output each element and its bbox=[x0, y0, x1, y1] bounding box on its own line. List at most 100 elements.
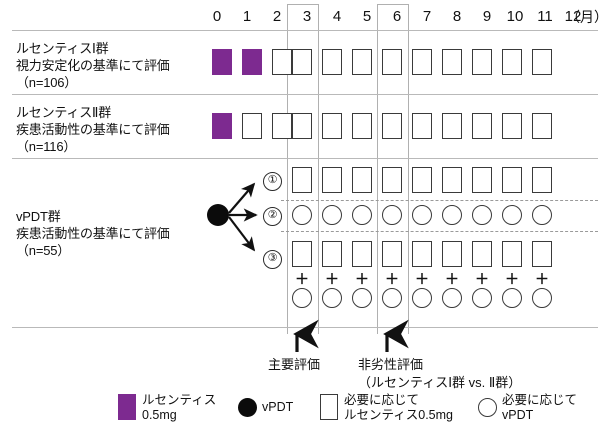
legend-prn-vpdt-line2: vPDT bbox=[502, 408, 534, 422]
group2-n: （n=116） bbox=[16, 139, 77, 154]
cell-prn-ranibizumab bbox=[532, 49, 552, 75]
cell-prn-ranibizumab bbox=[442, 241, 462, 267]
axis-unit-label: （月） bbox=[566, 9, 608, 25]
legend-label-vpdt: vPDT bbox=[262, 400, 293, 415]
month-label: 8 bbox=[452, 8, 462, 25]
legend-swatch-prn-vpdt bbox=[478, 398, 497, 417]
month-label: 9 bbox=[482, 8, 492, 25]
cell-prn-vpdt bbox=[292, 205, 312, 225]
plus-sign: ＋ bbox=[355, 271, 369, 287]
month-label: 11 bbox=[537, 8, 553, 25]
rule-under-axis bbox=[12, 30, 598, 31]
cell-prn-ranibizumab bbox=[442, 113, 462, 139]
legend-prn-ranibizumab-line1: 必要に応じて bbox=[344, 393, 420, 407]
cell-prn-ranibizumab bbox=[272, 49, 292, 75]
month-label: 6 bbox=[392, 8, 402, 25]
cell-prn-vpdt bbox=[322, 205, 342, 225]
cell-prn-vpdt bbox=[382, 205, 402, 225]
cell-prn-ranibizumab bbox=[472, 113, 492, 139]
plus-sign: ＋ bbox=[535, 271, 549, 287]
month-label: 2 bbox=[272, 8, 282, 25]
cell-prn-vpdt bbox=[472, 205, 492, 225]
plus-sign: ＋ bbox=[295, 271, 309, 287]
cell-prn-vpdt bbox=[352, 205, 372, 225]
cell-prn-ranibizumab bbox=[292, 49, 312, 75]
rule-group1-bottom bbox=[12, 94, 598, 95]
cell-prn-ranibizumab bbox=[472, 241, 492, 267]
cell-prn-ranibizumab bbox=[412, 49, 432, 75]
group1-name: ルセンティスⅠ群 bbox=[16, 41, 109, 56]
plus-sign: ＋ bbox=[325, 271, 339, 287]
cell-prn-vpdt bbox=[352, 288, 372, 308]
legend-label-prn-ranibizumab: 必要に応じて ルセンティス0.5mg bbox=[344, 393, 453, 423]
month-label: 7 bbox=[422, 8, 432, 25]
vpdt-node bbox=[207, 204, 229, 226]
month-label: 12 bbox=[564, 8, 582, 25]
group2-criteria: 疾患活動性の基準にて評価 bbox=[16, 122, 170, 137]
legend-prn-vpdt-line1: 必要に応じて bbox=[502, 393, 578, 407]
callout-primary-line1: 主要評価 bbox=[268, 357, 321, 372]
cell-prn-ranibizumab bbox=[502, 113, 522, 139]
month-label: 0 bbox=[212, 8, 222, 25]
cell-prn-ranibizumab bbox=[412, 167, 432, 193]
cell-prn-ranibizumab bbox=[382, 49, 402, 75]
group3-criteria: 疾患活動性の基準にて評価 bbox=[16, 226, 170, 241]
cell-prn-ranibizumab bbox=[502, 49, 522, 75]
month-label: 5 bbox=[362, 8, 372, 25]
plus-sign: ＋ bbox=[505, 271, 519, 287]
cell-ranibizumab bbox=[212, 113, 232, 139]
group1-n: （n=106） bbox=[16, 75, 78, 90]
cell-prn-ranibizumab bbox=[472, 49, 492, 75]
legend-prn-ranibizumab-line2: ルセンティス0.5mg bbox=[344, 408, 453, 422]
group2-name: ルセンティスⅡ群 bbox=[16, 105, 112, 120]
cell-ranibizumab bbox=[212, 49, 232, 75]
cell-prn-ranibizumab bbox=[442, 167, 462, 193]
cell-prn-ranibizumab bbox=[352, 49, 372, 75]
cell-prn-vpdt bbox=[502, 205, 522, 225]
cell-prn-ranibizumab bbox=[502, 167, 522, 193]
cell-prn-ranibizumab bbox=[352, 113, 372, 139]
cell-prn-ranibizumab bbox=[322, 49, 342, 75]
month-label: 3 bbox=[302, 8, 312, 25]
cell-prn-vpdt bbox=[322, 288, 342, 308]
cell-prn-vpdt bbox=[502, 288, 522, 308]
cell-prn-ranibizumab bbox=[242, 113, 262, 139]
branch-marker-3: ③ bbox=[263, 250, 282, 269]
branch-divider-1 bbox=[281, 200, 598, 201]
branch-marker-1: ① bbox=[263, 172, 282, 191]
cell-prn-ranibizumab bbox=[382, 113, 402, 139]
cell-prn-ranibizumab bbox=[292, 241, 312, 267]
group-label-ranibizumab-2: ルセンティスⅡ群 疾患活動性の基準にて評価 （n=116） bbox=[16, 104, 170, 155]
plus-sign: ＋ bbox=[385, 271, 399, 287]
cell-prn-ranibizumab bbox=[352, 167, 372, 193]
branch-divider-2 bbox=[281, 231, 598, 232]
month-label: 10 bbox=[506, 8, 524, 25]
cell-prn-ranibizumab bbox=[292, 113, 312, 139]
cell-prn-ranibizumab bbox=[322, 241, 342, 267]
group-label-ranibizumab-1: ルセンティスⅠ群 視力安定化の基準にて評価 （n=106） bbox=[16, 40, 170, 91]
cell-prn-vpdt bbox=[442, 288, 462, 308]
legend-label-prn-vpdt: 必要に応じて vPDT bbox=[502, 393, 577, 423]
cell-prn-ranibizumab bbox=[502, 241, 522, 267]
plus-sign: ＋ bbox=[415, 271, 429, 287]
cell-prn-ranibizumab bbox=[472, 167, 492, 193]
cell-prn-ranibizumab bbox=[292, 167, 312, 193]
rule-group2-bottom bbox=[12, 158, 598, 159]
highlight-column-month-6 bbox=[377, 4, 409, 334]
cell-prn-ranibizumab bbox=[382, 241, 402, 267]
plus-sign: ＋ bbox=[475, 271, 489, 287]
group3-n: （n=55） bbox=[16, 243, 71, 258]
cell-prn-ranibizumab bbox=[532, 113, 552, 139]
cell-prn-vpdt bbox=[532, 205, 552, 225]
callout-noninferiority-evaluation: 非劣性評価 （ルセンティスⅠ群 vs. Ⅱ群） bbox=[358, 356, 521, 392]
cell-prn-ranibizumab bbox=[412, 241, 432, 267]
cell-prn-ranibizumab bbox=[442, 49, 462, 75]
highlight-column-month-3 bbox=[287, 4, 319, 334]
cell-prn-ranibizumab bbox=[532, 167, 552, 193]
legend-vpdt-line1: vPDT bbox=[262, 400, 294, 414]
callout-noninferiority-line1: 非劣性評価 bbox=[358, 357, 424, 372]
group-label-vpdt: vPDT群 疾患活動性の基準にて評価 （n=55） bbox=[16, 208, 170, 259]
plus-sign: ＋ bbox=[445, 271, 459, 287]
group1-criteria: 視力安定化の基準にて評価 bbox=[16, 58, 170, 73]
